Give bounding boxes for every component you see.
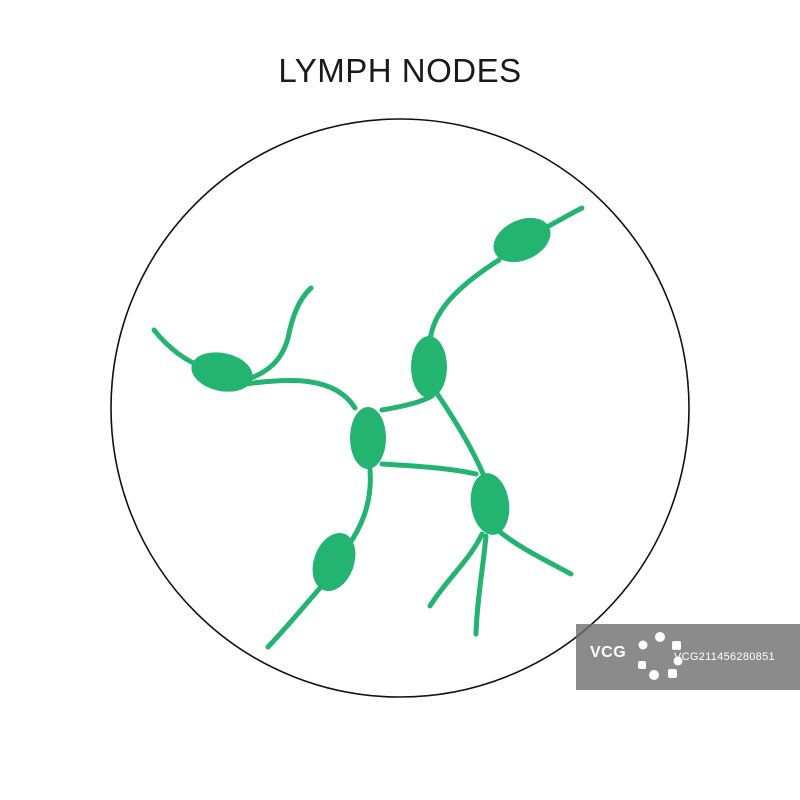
vessel-left-to-center [242, 377, 358, 411]
lymph-node-upper-left [191, 352, 253, 392]
lymph-node-center [350, 407, 386, 469]
watermark: VCG VCG211456280851 [576, 624, 800, 690]
vessel-right-down-right [497, 529, 574, 577]
vessel-right-down-mid [473, 533, 489, 637]
lymph-node-top-right [493, 217, 551, 263]
diagram-title: LYMPH NODES [278, 52, 522, 89]
vessel-center-to-upper [379, 393, 435, 413]
vessel-center-to-lower-left [349, 467, 373, 543]
vessel-top-right-out [542, 205, 585, 231]
watermark-id: VCG211456280851 [674, 651, 775, 663]
vessel-upper-to-right [433, 389, 487, 479]
frame-circle [110, 118, 690, 698]
lymph-node-lower-left [312, 532, 356, 592]
vcg-logo-icon [638, 632, 683, 680]
watermark-brand: VCG [590, 644, 627, 661]
vessel-upper-to-top [427, 257, 502, 345]
vessel-center-to-right [379, 461, 479, 477]
vessel-upper-left-tail [242, 285, 314, 383]
lymph-node-right [470, 473, 510, 535]
vessel-lower-left-out [265, 585, 323, 650]
vessel-right-down-left [427, 531, 485, 609]
lymph-node-upper-mid [411, 336, 447, 398]
